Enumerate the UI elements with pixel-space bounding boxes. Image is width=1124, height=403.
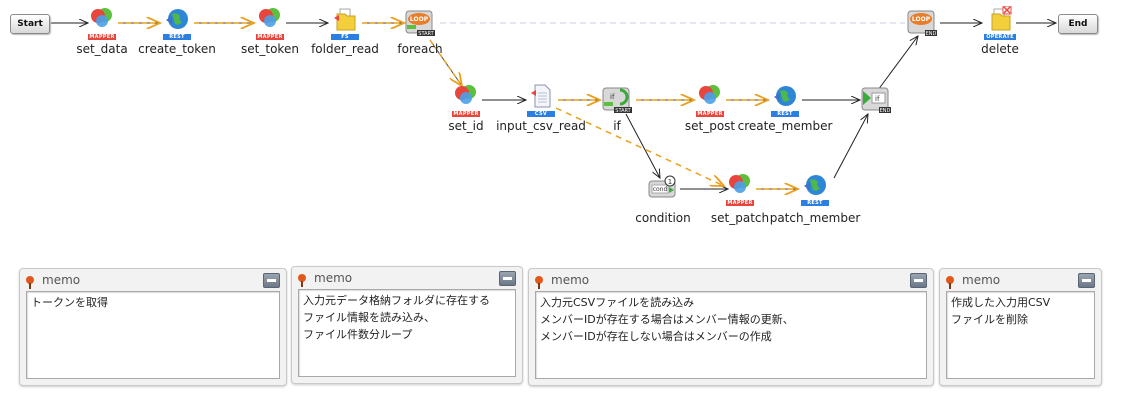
rest-badge: REST bbox=[771, 111, 799, 117]
svg-text:if: if bbox=[610, 93, 615, 101]
delete-file-icon bbox=[991, 6, 1012, 31]
node-foreach[interactable]: LOOP START foreach bbox=[397, 10, 443, 56]
memo-text[interactable]: 入力元データ格納フォルダに存在する ファイル情報を読み込み、 ファイル件数分ルー… bbox=[298, 289, 516, 377]
fs-badge: FS bbox=[331, 34, 359, 40]
mapper-icon bbox=[699, 85, 720, 104]
connector-patch_member-if_end[interactable] bbox=[833, 114, 868, 179]
node-label: set_post bbox=[684, 119, 736, 133]
pin-icon bbox=[535, 276, 543, 289]
mapper-icon bbox=[729, 174, 750, 193]
mapper-badge: MAPPER bbox=[452, 111, 480, 117]
pin-icon bbox=[26, 276, 34, 289]
node-label: set_patch bbox=[710, 211, 770, 225]
end-node[interactable]: End bbox=[1058, 14, 1098, 34]
minimize-button[interactable] bbox=[1078, 273, 1095, 288]
node-label: input_csv_read bbox=[496, 119, 586, 133]
node-set_token[interactable]: MAPPER set_token bbox=[241, 8, 299, 56]
loop-end-icon: LOOP END bbox=[907, 10, 937, 37]
memo-header: memo bbox=[298, 271, 352, 287]
mapper-badge: MAPPER bbox=[88, 34, 116, 40]
node-label: condition bbox=[635, 211, 691, 225]
loop-start-icon: LOOP START bbox=[405, 10, 435, 37]
rest-badge: REST bbox=[163, 34, 191, 40]
memo-title: memo bbox=[962, 273, 1001, 287]
node-label: foreach bbox=[397, 42, 443, 56]
mapper-icon bbox=[91, 8, 112, 27]
memo-title: memo bbox=[314, 271, 353, 285]
memo-delete[interactable]: memo 作成した入力用CSV ファイルを削除 bbox=[939, 268, 1102, 386]
memo-title: memo bbox=[42, 273, 81, 287]
csv-badge: CSV bbox=[527, 111, 555, 117]
memo-token[interactable]: memo トークンを取得 bbox=[19, 268, 287, 386]
rest-globe-icon bbox=[166, 9, 188, 29]
memo-text[interactable]: 作成した入力用CSV ファイルを削除 bbox=[946, 291, 1095, 379]
rest-globe-icon bbox=[804, 175, 826, 195]
node-label: set_token bbox=[241, 42, 299, 56]
mapper-badge: MAPPER bbox=[726, 200, 754, 206]
csv-file-icon bbox=[531, 84, 551, 108]
node-set_post[interactable]: MAPPER set_post bbox=[685, 85, 735, 133]
memo-text[interactable]: トークンを取得 bbox=[26, 291, 280, 379]
memo-folder-loop[interactable]: memo 入力元データ格納フォルダに存在する ファイル情報を読み込み、 ファイル… bbox=[291, 266, 523, 384]
minimize-button[interactable] bbox=[499, 271, 516, 286]
mapper-icon bbox=[259, 8, 280, 27]
svg-text:1: 1 bbox=[668, 178, 672, 186]
memo-header: memo bbox=[535, 273, 589, 289]
node-create_member[interactable]: REST create_member bbox=[738, 86, 832, 133]
node-delete[interactable]: OPERATE delete bbox=[981, 6, 1019, 56]
svg-text:LOOP: LOOP bbox=[410, 16, 429, 23]
data-flow-lines bbox=[118, 23, 798, 189]
connector-if_end-loop_end[interactable] bbox=[877, 36, 918, 91]
node-label: set_id bbox=[448, 119, 484, 133]
node-label: patch_member bbox=[769, 211, 861, 225]
operate-badge: OPERATE bbox=[984, 34, 1016, 40]
start-node[interactable]: Start bbox=[10, 14, 50, 34]
memo-title: memo bbox=[551, 273, 590, 287]
mapper-badge: MAPPER bbox=[696, 111, 724, 117]
mapper-icon bbox=[455, 85, 476, 104]
node-input_csv_read[interactable]: CSV input_csv_read bbox=[496, 84, 586, 133]
node-set_id[interactable]: MAPPER set_id bbox=[448, 85, 484, 133]
node-label: folder_read bbox=[311, 42, 379, 56]
node-patch_member[interactable]: REST patch_member bbox=[770, 175, 860, 225]
mapper-badge: MAPPER bbox=[256, 34, 284, 40]
svg-text:START: START bbox=[615, 108, 631, 114]
node-folder_read[interactable]: FS folder_read bbox=[311, 8, 379, 56]
pin-icon bbox=[946, 276, 954, 289]
memo-text[interactable]: 入力元CSVファイルを読み込み メンバーIDが存在する場合はメンバー情報の更新、… bbox=[535, 291, 927, 379]
svg-text:END: END bbox=[926, 31, 937, 37]
connector-if-condition[interactable] bbox=[625, 113, 660, 178]
svg-text:END: END bbox=[880, 108, 891, 114]
node-set_patch[interactable]: MAPPER set_patch bbox=[711, 174, 769, 225]
memo-header: memo bbox=[946, 273, 1000, 289]
node-label: create_token bbox=[138, 42, 216, 56]
minimize-button[interactable] bbox=[263, 273, 280, 288]
node-label: create_member bbox=[737, 119, 833, 133]
svg-text:cond: cond bbox=[653, 186, 668, 193]
node-label: delete bbox=[981, 42, 1019, 56]
rest-globe-icon bbox=[774, 86, 796, 106]
memo-header: memo bbox=[26, 273, 80, 289]
minimize-button[interactable] bbox=[910, 273, 927, 288]
node-set_data[interactable]: MAPPER set_data bbox=[76, 8, 128, 56]
memo-csv-member[interactable]: memo 入力元CSVファイルを読み込み メンバーIDが存在する場合はメンバー情… bbox=[528, 268, 934, 386]
pin-icon bbox=[298, 274, 306, 287]
folder-icon bbox=[334, 8, 356, 31]
node-label: if bbox=[613, 119, 621, 133]
svg-text:LOOP: LOOP bbox=[912, 16, 931, 23]
node-loop-end[interactable]: LOOP END bbox=[907, 10, 937, 37]
svg-text:START: START bbox=[418, 31, 434, 37]
node-label: set_data bbox=[76, 42, 128, 56]
svg-text:if: if bbox=[875, 95, 880, 103]
rest-badge: REST bbox=[801, 200, 829, 206]
node-create_token[interactable]: REST create_token bbox=[138, 9, 216, 56]
